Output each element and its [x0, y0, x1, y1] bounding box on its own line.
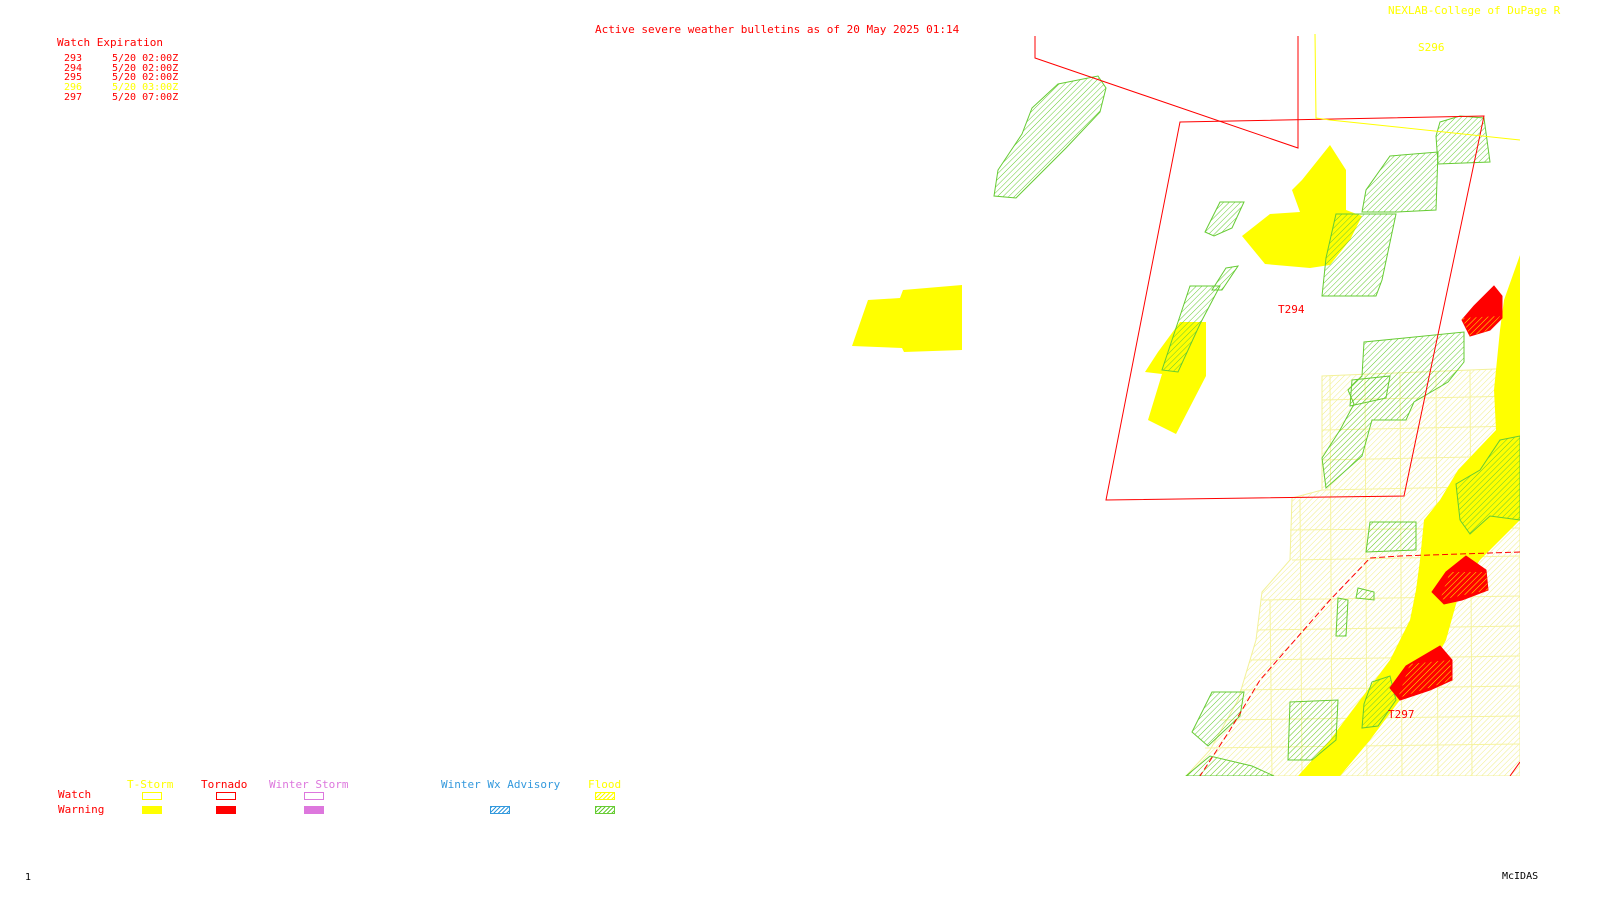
- legend-tstorm-label: T-Storm: [127, 778, 174, 791]
- winter-storm-warning-swatch: [304, 806, 324, 814]
- flood-warning: [993, 75, 1107, 199]
- flood-warning: [1211, 265, 1240, 291]
- flood-warning-swatch: [595, 806, 615, 814]
- flood-warning: [1191, 691, 1245, 747]
- watch-outline-s296: [1314, 33, 1520, 141]
- flood-warning: [1161, 285, 1221, 373]
- watch-expiration-heading: Watch Expiration: [57, 36, 163, 49]
- flood-warning: [1287, 699, 1339, 761]
- watch-id: 297: [64, 91, 83, 103]
- legend-row-warning: Warning: [58, 803, 105, 816]
- watch-label-t294: T294: [1278, 303, 1305, 316]
- watch-expiration-time: 5/20 07:00Z: [112, 91, 179, 103]
- watch-id: 294: [64, 62, 83, 74]
- frame-number: 1: [25, 872, 32, 883]
- flood-warning: [1321, 213, 1397, 297]
- watch-expiration-time: 5/20 02:00Z: [112, 53, 179, 64]
- winter-storm-watch-swatch: [304, 792, 324, 800]
- flood-warning: [1349, 375, 1391, 407]
- flood-warning: [1321, 331, 1465, 489]
- watch-outline-293: [1034, 36, 1299, 149]
- legend-tornado-label: Tornado: [201, 778, 248, 791]
- legend-winter-storm-label: Winter Storm: [269, 778, 349, 791]
- flood-warning: [1361, 151, 1439, 213]
- credit-label: NEXLAB-College of DuPage R: [1388, 4, 1561, 17]
- flood-warning: [1365, 521, 1417, 553]
- legend-flood-label: Flood: [588, 778, 622, 791]
- watch-label-t297: T297: [1388, 708, 1415, 721]
- flood-warning: [1185, 755, 1275, 776]
- watch-outline-t297-edge: [1509, 761, 1520, 776]
- watch-id: 295: [64, 72, 83, 84]
- watch-expiration-time: 5/20 03:00Z: [112, 82, 179, 94]
- legend-winter-advisory-label: Winter Wx Advisory: [441, 778, 561, 791]
- legend-row-watch: Watch: [58, 788, 92, 801]
- watch-outline-t297: [1199, 551, 1520, 776]
- winter-advisory-warning-swatch: [490, 806, 510, 814]
- watch-id: 296: [64, 82, 83, 94]
- watch-id: 293: [64, 53, 83, 64]
- tornado-warning-swatch: [216, 806, 236, 814]
- tstorm-warning-west: [852, 285, 962, 352]
- flood-warning: [1204, 201, 1245, 237]
- flood-warning: [1455, 435, 1520, 535]
- flood-warning: [1361, 675, 1397, 729]
- watch-outline-t294: [1105, 115, 1485, 501]
- page-title: Active severe weather bulletins as of 20…: [595, 23, 960, 36]
- watch-expiration-time: 5/20 02:00Z: [112, 62, 179, 74]
- tstorm-watch-swatch: [142, 792, 162, 800]
- flood-warning: [1435, 115, 1491, 165]
- flood-watch-swatch: [595, 792, 615, 800]
- tornado-watch-swatch: [216, 792, 236, 800]
- tstorm-warning-swatch: [142, 806, 162, 814]
- watch-label-s296: S296: [1418, 41, 1445, 54]
- watch-expiration-time: 5/20 02:00Z: [112, 72, 179, 84]
- flood-warning: [1335, 597, 1349, 637]
- software-label: McIDAS: [1502, 871, 1539, 882]
- tstorm-warning-central: [1145, 322, 1206, 434]
- flood-warning: [1355, 587, 1375, 601]
